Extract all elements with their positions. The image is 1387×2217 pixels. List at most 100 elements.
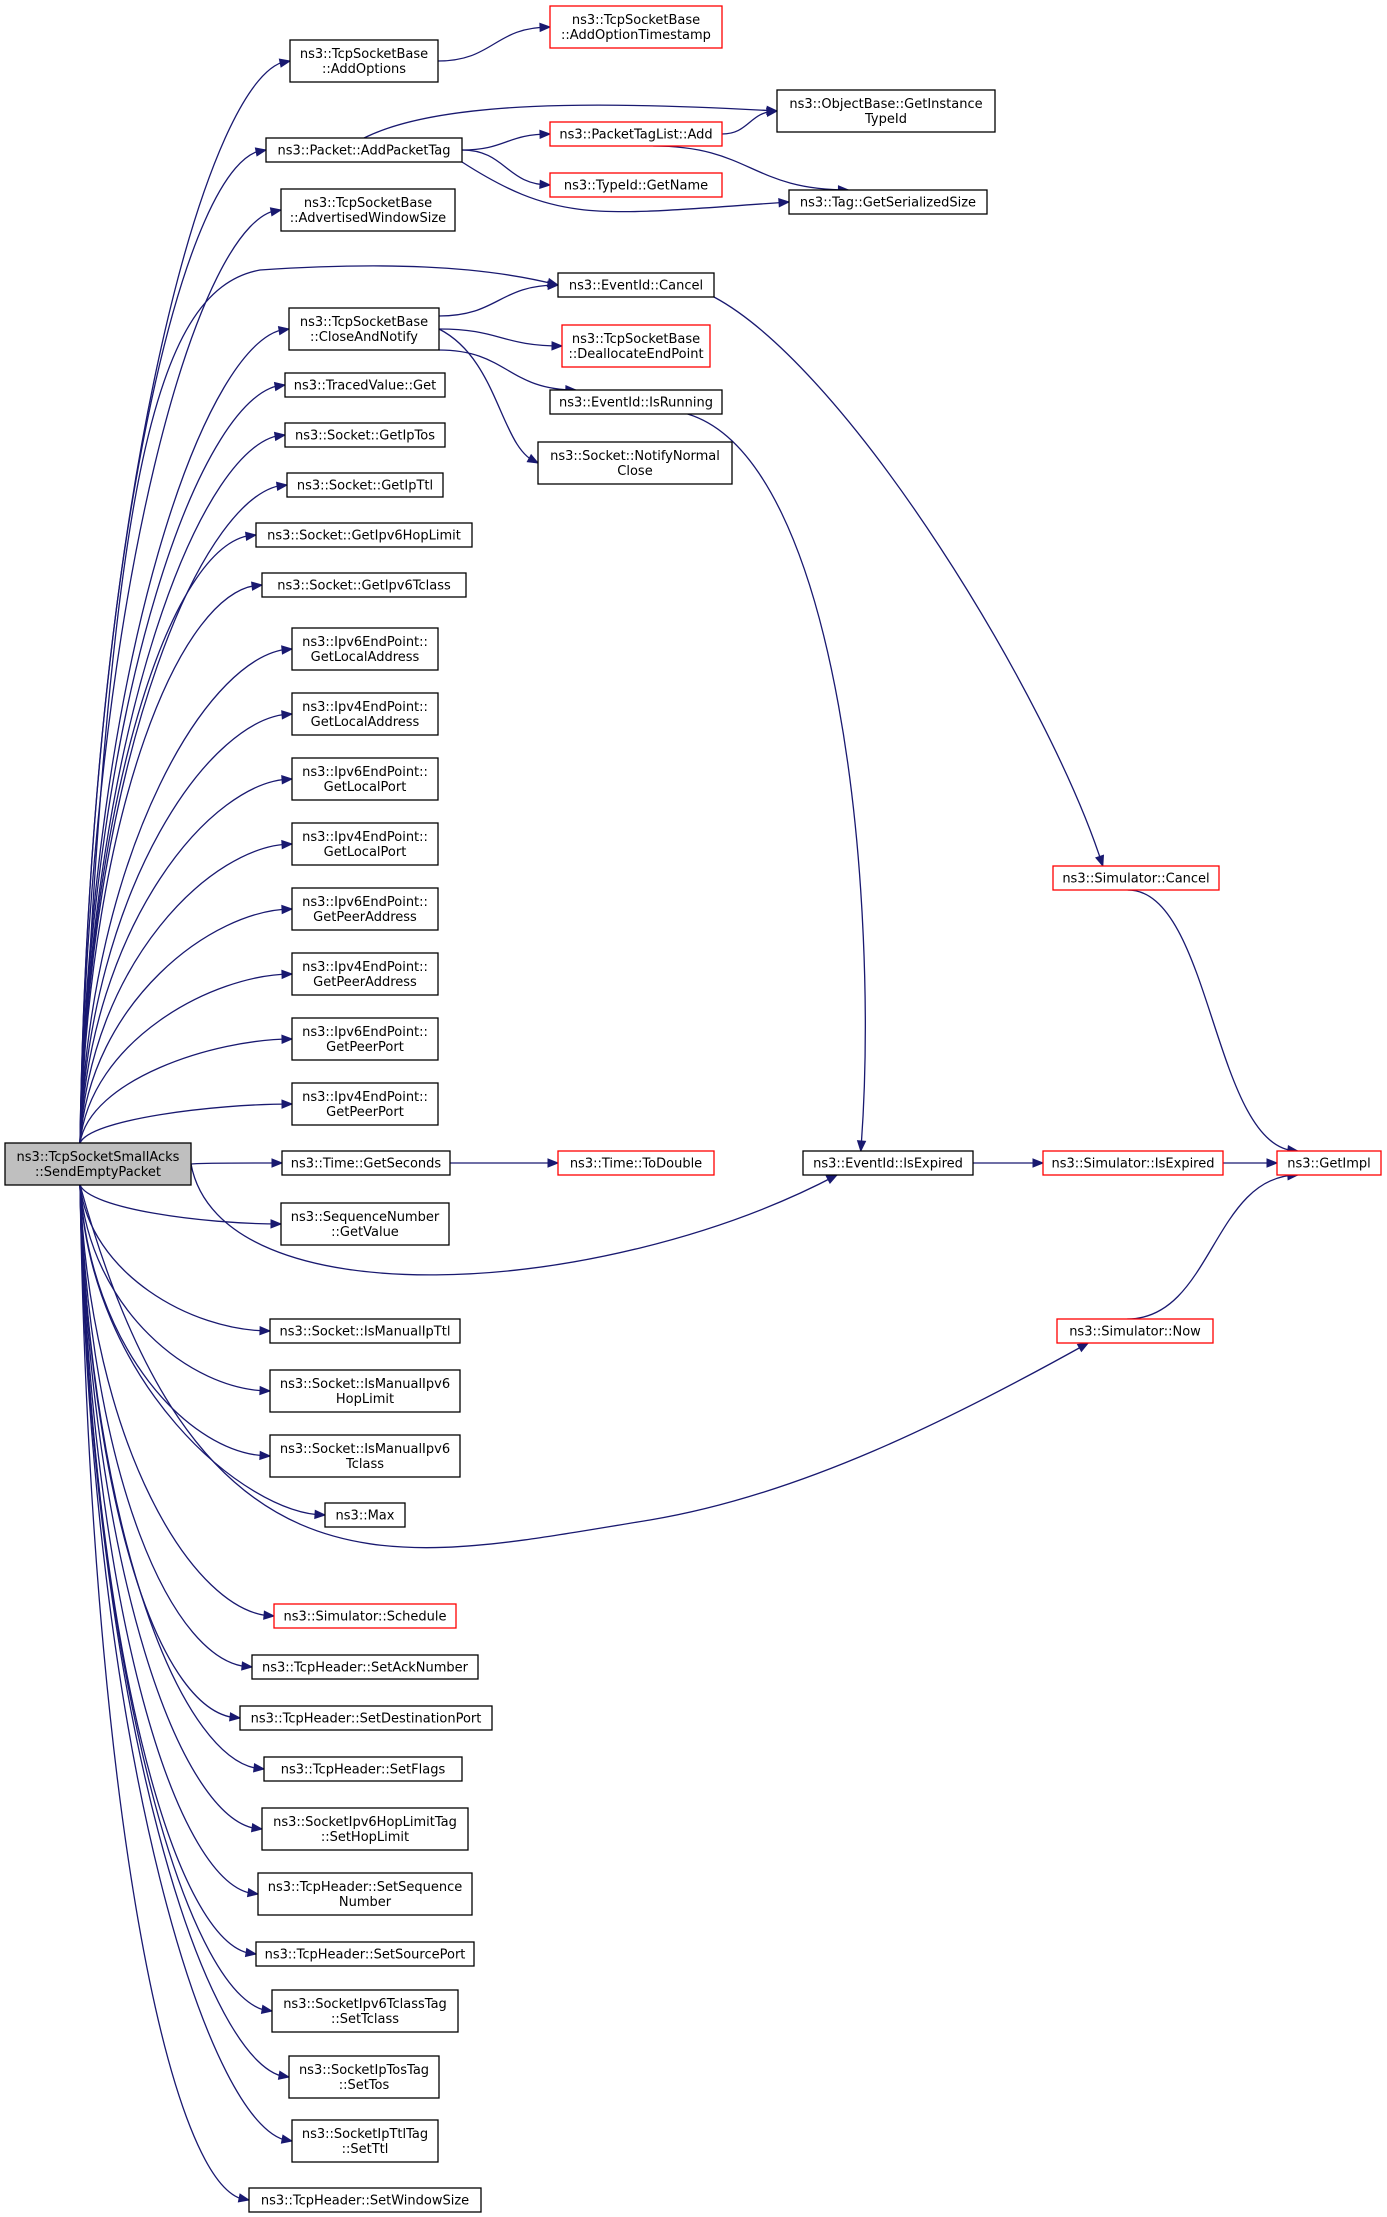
node-get-ipv6-tclass[interactable]: ns3::Socket::GetIpv6Tclass [261,572,467,598]
node-set-tos[interactable]: ns3::SocketIpTosTag::SetTos [288,2055,440,2099]
node-box [284,422,446,448]
node-type-id-get-name[interactable]: ns3::TypeId::GetName [549,172,723,198]
node-ipv6-get-local-port[interactable]: ns3::Ipv6EndPoint::GetLocalPort [291,757,439,801]
nodes-layer: ns3::TcpSocketSmallAcks::SendEmptyPacket… [4,5,1382,2213]
edge-arrowhead [259,1450,272,1461]
node-set-ack-number[interactable]: ns3::TcpHeader::SetAckNumber [251,1654,479,1680]
node-max[interactable]: ns3::Max [324,1502,406,1528]
node-ipv4-get-peer-address[interactable]: ns3::Ipv4EndPoint::GetPeerAddress [291,952,439,996]
edge-arrowhead [281,645,294,655]
edge-add-options-to-add-option-timestamp [437,26,551,62]
edge-root-to-ipv6-get-local-port [79,778,293,1144]
node-box [261,1807,469,1851]
node-label-line: ns3::Socket::NotifyNormal [550,449,720,464]
edge-arrowhead [259,1385,272,1396]
node-root[interactable]: ns3::TcpSocketSmallAcks::SendEmptyPacket [4,1142,192,1186]
node-deallocate-end-point[interactable]: ns3::TcpSocketBase::DeallocateEndPoint [561,324,711,368]
node-set-source-port[interactable]: ns3::TcpHeader::SetSourcePort [255,1941,475,1967]
edge-arrowhead [547,1158,560,1168]
node-simulator-schedule[interactable]: ns3::Simulator::Schedule [273,1603,457,1629]
node-box [280,188,456,232]
node-box [557,1150,715,1176]
node-time-get-seconds[interactable]: ns3::Time::GetSeconds [281,1150,451,1176]
node-ipv6-get-peer-address[interactable]: ns3::Ipv6EndPoint::GetPeerAddress [291,887,439,931]
edge-root-to-event-id-is-expired [190,1163,838,1276]
node-label-line: ns3::TcpHeader::SetWindowSize [261,2194,469,2209]
node-label-line: ::AdvertisedWindowSize [290,211,446,226]
node-get-ipv6-hop-limit[interactable]: ns3::Socket::GetIpv6HopLimit [255,522,473,548]
edge-root-to-is-manual-ipv6-hop-limit [79,1184,271,1392]
node-box [271,1989,459,2033]
node-ipv4-get-local-port[interactable]: ns3::Ipv4EndPoint::GetLocalPort [291,822,439,866]
edge-add-packet-tag-to-packet-tag-list-add [461,133,551,151]
node-box [291,952,439,996]
node-label-line: ns3::TcpHeader::SetSourcePort [265,1948,466,1963]
node-set-hop-limit[interactable]: ns3::SocketIpv6HopLimitTag::SetHopLimit [261,1807,469,1851]
edge-root-to-set-ack-number [79,1184,253,1668]
node-set-ttl[interactable]: ns3::SocketIpTtlTag::SetTtl [291,2119,439,2163]
node-box [1056,1318,1214,1344]
node-time-to-double[interactable]: ns3::Time::ToDouble [557,1150,715,1176]
node-sequence-number-get-value[interactable]: ns3::SequenceNumber::GetValue [280,1202,450,1246]
node-set-window-size[interactable]: ns3::TcpHeader::SetWindowSize [248,2187,482,2213]
node-box [549,121,723,147]
node-label-line: ::DeallocateEndPoint [568,347,703,362]
edge-simulator-now-to-get-impl [1127,1174,1298,1320]
node-box [291,1082,439,1126]
node-set-tclass[interactable]: ns3::SocketIpv6TclassTag::SetTclass [271,1989,459,2033]
node-get-ip-tos[interactable]: ns3::Socket::GetIpTos [284,422,446,448]
node-get-impl[interactable]: ns3::GetImpl [1276,1150,1382,1176]
edge-arrowhead [778,198,791,208]
node-ipv4-get-local-address[interactable]: ns3::Ipv4EndPoint::GetLocalAddress [291,692,439,736]
node-box [263,1756,463,1782]
edge-arrowhead [281,1099,294,1109]
node-box [265,137,463,163]
node-set-flags[interactable]: ns3::TcpHeader::SetFlags [263,1756,463,1782]
node-add-packet-tag[interactable]: ns3::Packet::AddPacketTag [265,137,463,163]
node-box [289,39,439,83]
node-ipv6-get-local-address[interactable]: ns3::Ipv6EndPoint::GetLocalAddress [291,627,439,671]
node-packet-tag-list-add[interactable]: ns3::PacketTagList::Add [549,121,723,147]
node-add-options[interactable]: ns3::TcpSocketBase::AddOptions [289,39,439,83]
edge-root-to-get-ipv6-hop-limit [79,534,257,1144]
node-label-line: ns3::Packet::AddPacketTag [277,144,450,159]
node-label-line: ns3::Simulator::IsExpired [1051,1157,1214,1172]
node-label-line: ns3::Ipv4EndPoint:: [302,1090,428,1105]
node-label-line: GetLocalAddress [311,650,420,665]
node-label-line: ns3::TcpSocketBase [300,47,428,62]
node-ipv4-get-peer-port[interactable]: ns3::Ipv4EndPoint::GetPeerPort [291,1082,439,1126]
node-tag-get-serialized-size[interactable]: ns3::Tag::GetSerializedSize [788,189,988,215]
node-set-destination-port[interactable]: ns3::TcpHeader::SetDestinationPort [239,1705,493,1731]
node-ipv6-get-peer-port[interactable]: ns3::Ipv6EndPoint::GetPeerPort [291,1017,439,1061]
edge-arrowhead [251,581,264,591]
node-box [1052,865,1220,891]
node-traced-value-get[interactable]: ns3::TracedValue::Get [284,372,446,398]
node-label-line: Tclass [345,1457,384,1472]
node-box [561,324,711,368]
node-add-option-timestamp[interactable]: ns3::TcpSocketBase::AddOptionTimestamp [549,5,723,49]
edge-root-to-set-source-port [79,1184,257,1955]
node-label-line: GetPeerPort [326,1040,404,1055]
edge-root-to-set-hop-limit [79,1184,263,1830]
node-simulator-now[interactable]: ns3::Simulator::Now [1056,1318,1214,1344]
node-label-line: ns3::TcpHeader::SetAckNumber [262,1661,469,1676]
node-label-line: ns3::Ipv4EndPoint:: [302,700,428,715]
node-event-id-cancel[interactable]: ns3::EventId::Cancel [557,272,715,298]
edge-arrowhead [263,1610,276,1620]
node-simulator-cancel[interactable]: ns3::Simulator::Cancel [1052,865,1220,891]
node-event-id-is-running[interactable]: ns3::EventId::IsRunning [549,389,723,415]
node-is-manual-ip-ttl[interactable]: ns3::Socket::IsManualIpTtl [269,1318,461,1344]
node-event-id-is-expired[interactable]: ns3::EventId::IsExpired [802,1150,974,1176]
node-advertised-window-size[interactable]: ns3::TcpSocketBase::AdvertisedWindowSize [280,188,456,232]
node-get-ip-ttl[interactable]: ns3::Socket::GetIpTtl [286,472,444,498]
node-label-line: ns3::SocketIpTtlTag [302,2127,428,2142]
edge-event-id-cancel-to-simulator-cancel [713,296,1104,867]
node-simulator-is-expired[interactable]: ns3::Simulator::IsExpired [1042,1150,1224,1176]
node-close-and-notify[interactable]: ns3::TcpSocketBase::CloseAndNotify [288,307,440,351]
edge-arrowhead [281,710,294,720]
